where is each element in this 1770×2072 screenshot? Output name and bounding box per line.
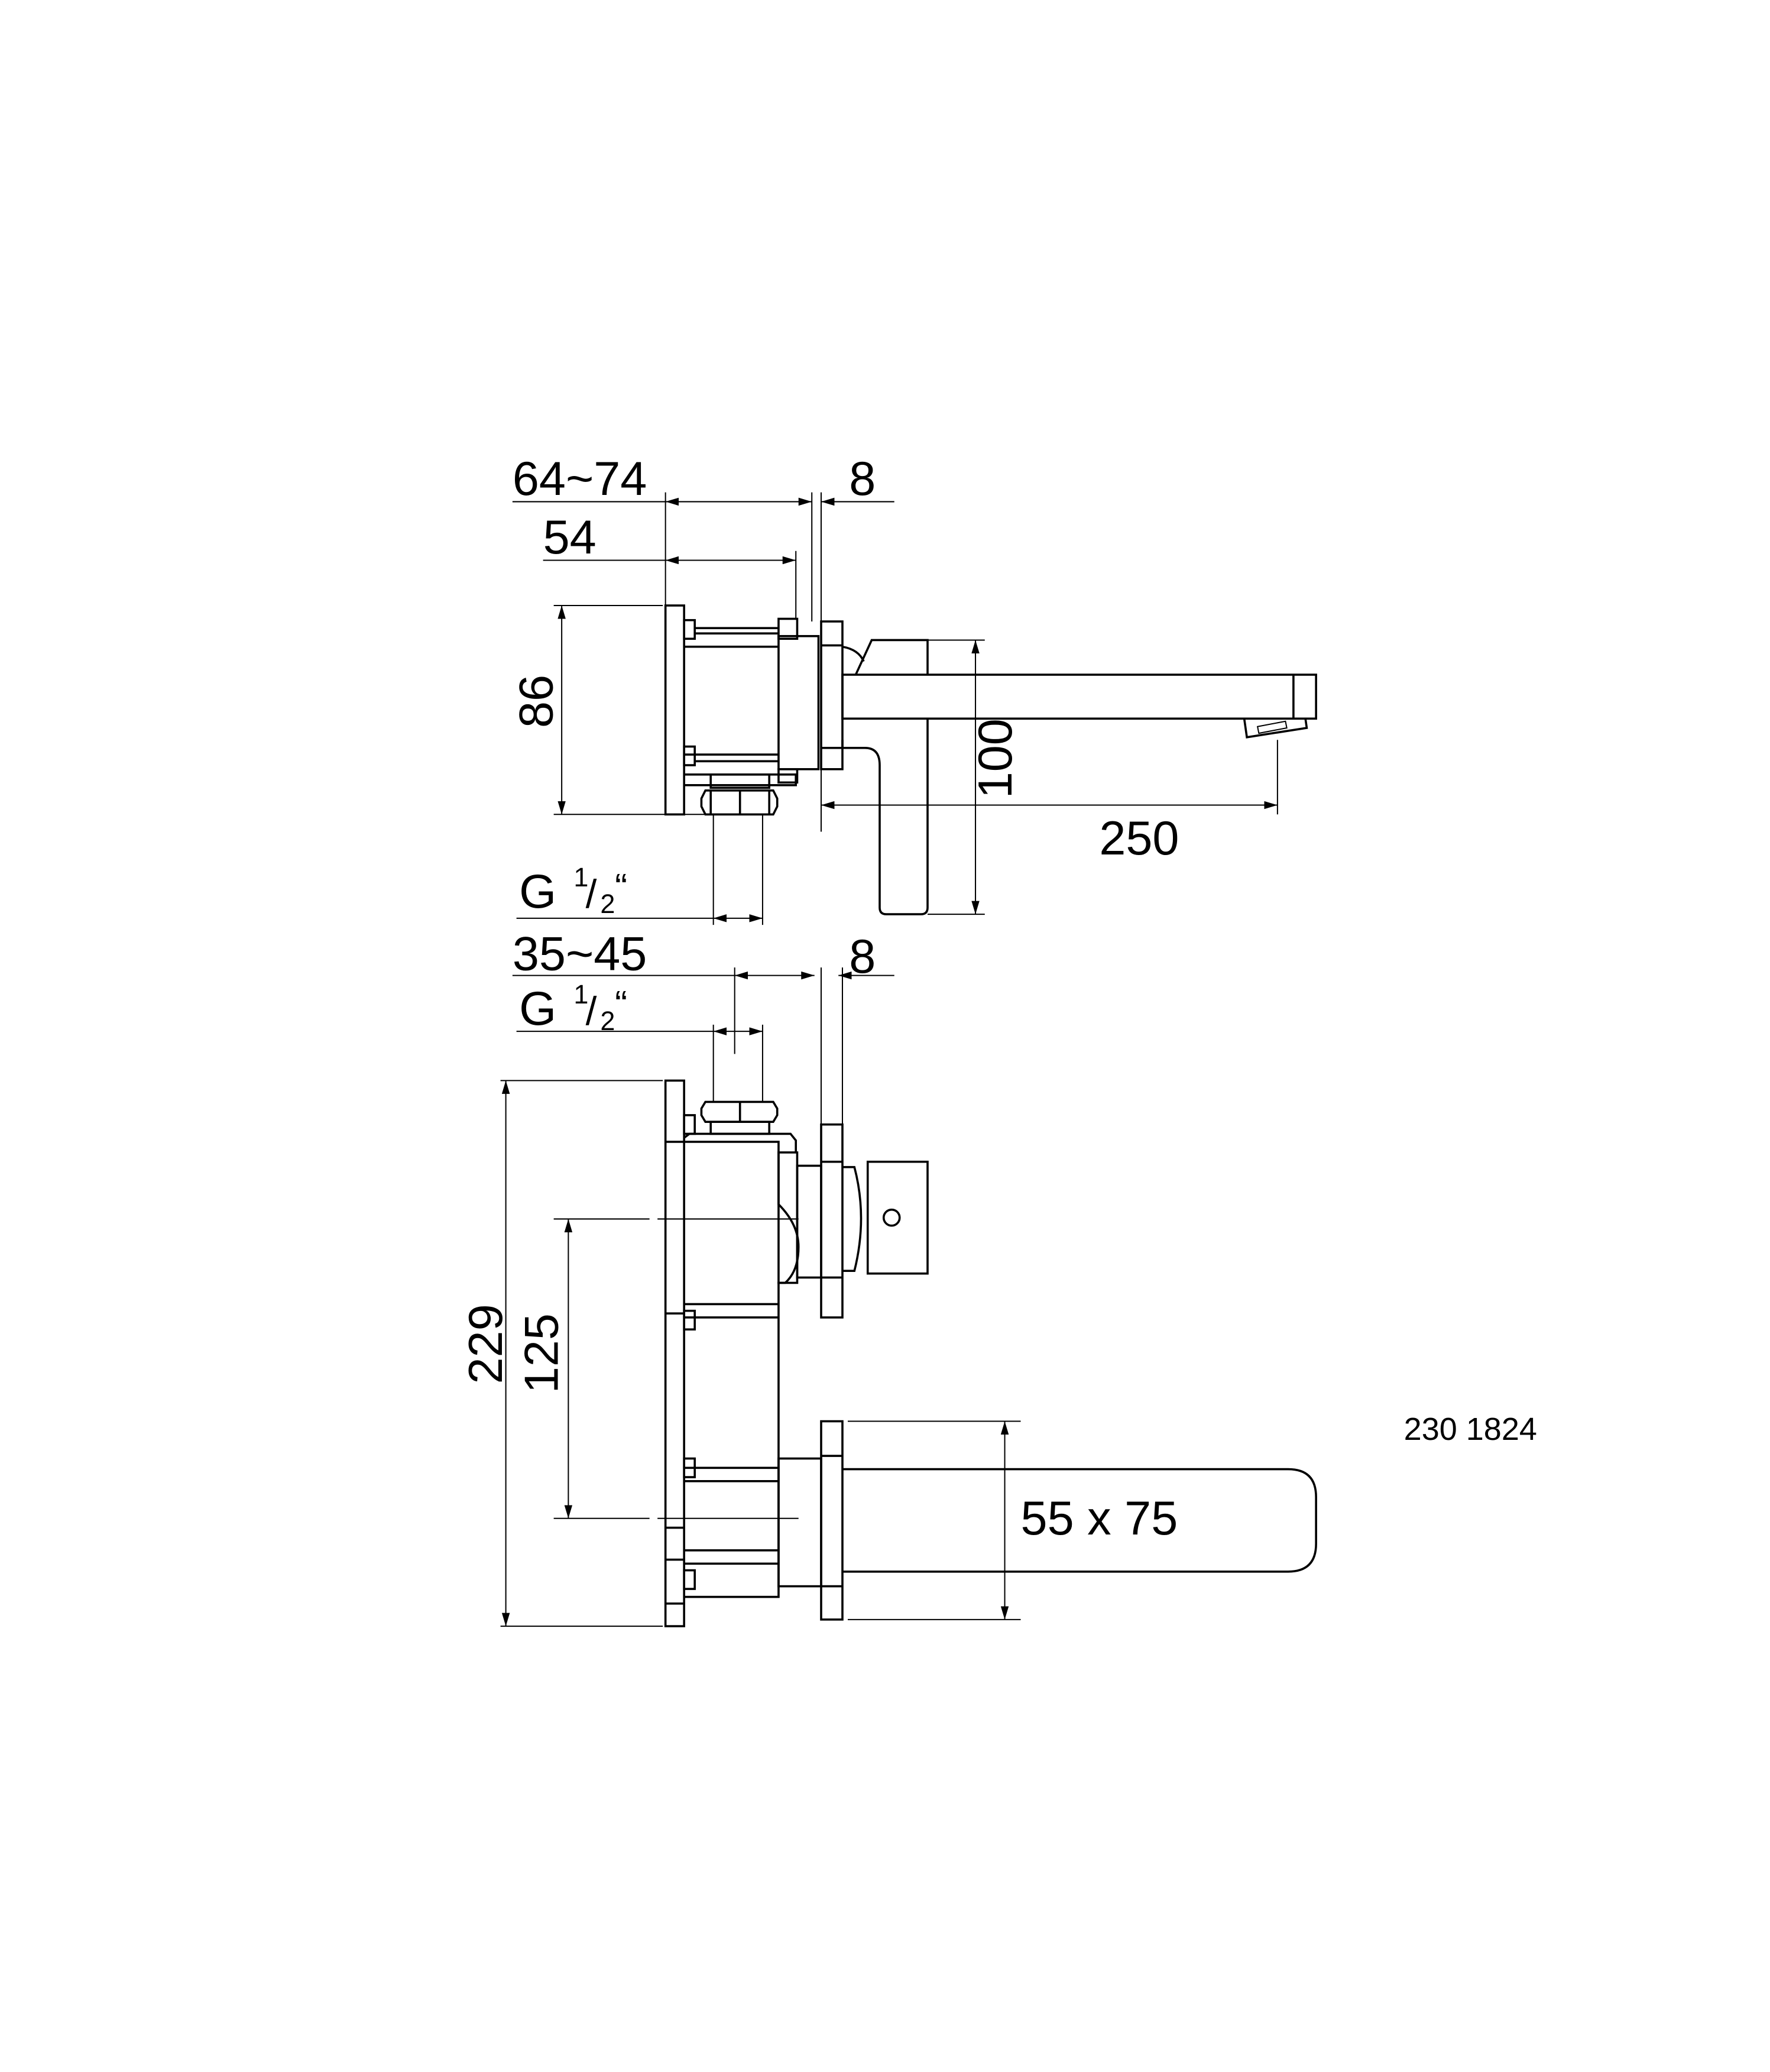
axis-distance-label: 125 [515, 1313, 568, 1393]
spout-front [820, 1420, 1317, 1621]
thread-numerator: 1 [573, 862, 588, 892]
handle-front [820, 1123, 929, 1319]
dimension-spout-projection: 250 [820, 740, 1278, 865]
connection-nut-front-icon [700, 1100, 779, 1135]
dimension-front-connection-thread: G 1 / 2 “ [516, 979, 763, 1102]
front-thread-slash: / [586, 989, 597, 1034]
drawing-number: 230 1824 [1404, 1411, 1537, 1447]
spout-section-label: 55 x 75 [1021, 1492, 1178, 1545]
thread-slash: / [586, 872, 597, 917]
total-height-label: 229 [459, 1304, 513, 1384]
handle-indicator-icon [882, 1208, 901, 1227]
front-thread-numerator: 1 [573, 979, 588, 1009]
front-view: 35~45 8 G 1 / 2 “ 229 125 [459, 928, 1317, 1627]
spout-projection-label: 250 [1099, 812, 1179, 865]
thread-g-label: G [519, 865, 556, 918]
side-view: 64~74 8 54 86 [510, 452, 1317, 925]
thread-denominator: 2 [600, 889, 615, 919]
flange-thickness-label: 8 [849, 452, 876, 506]
dimension-connection-thread: G 1 / 2 “ [516, 814, 763, 925]
front-thread-g-label: G [519, 982, 556, 1035]
mixer-body-side [664, 604, 844, 816]
lever-handle-side [841, 718, 929, 915]
front-flange-thickness-label: 8 [849, 930, 876, 983]
thread-quote: “ [615, 866, 627, 908]
dimension-lever-height: 100 [928, 639, 1022, 915]
height-label: 86 [510, 675, 563, 728]
dimension-axis-distance: 125 [515, 1218, 799, 1519]
dimension-front-depth-range: 35~45 8 [513, 928, 894, 1125]
connection-nut-icon [700, 773, 779, 816]
spout-side [841, 639, 1317, 739]
depth-range-label: 64~74 [513, 452, 647, 506]
dimension-total-height: 229 [459, 1080, 663, 1627]
front-thread-denominator: 2 [600, 1006, 615, 1036]
dimension-height: 86 [510, 604, 706, 815]
dimension-body-depth: 54 [543, 511, 797, 619]
mixer-body-front [664, 1079, 822, 1627]
body-depth-label: 54 [543, 511, 597, 564]
dimension-depth-range: 64~74 8 [513, 452, 894, 621]
front-depth-range-label: 35~45 [513, 928, 647, 981]
dimension-spout-section: 55 x 75 [847, 1420, 1178, 1620]
front-thread-quote: “ [615, 983, 627, 1025]
lever-height-label: 100 [969, 718, 1022, 798]
